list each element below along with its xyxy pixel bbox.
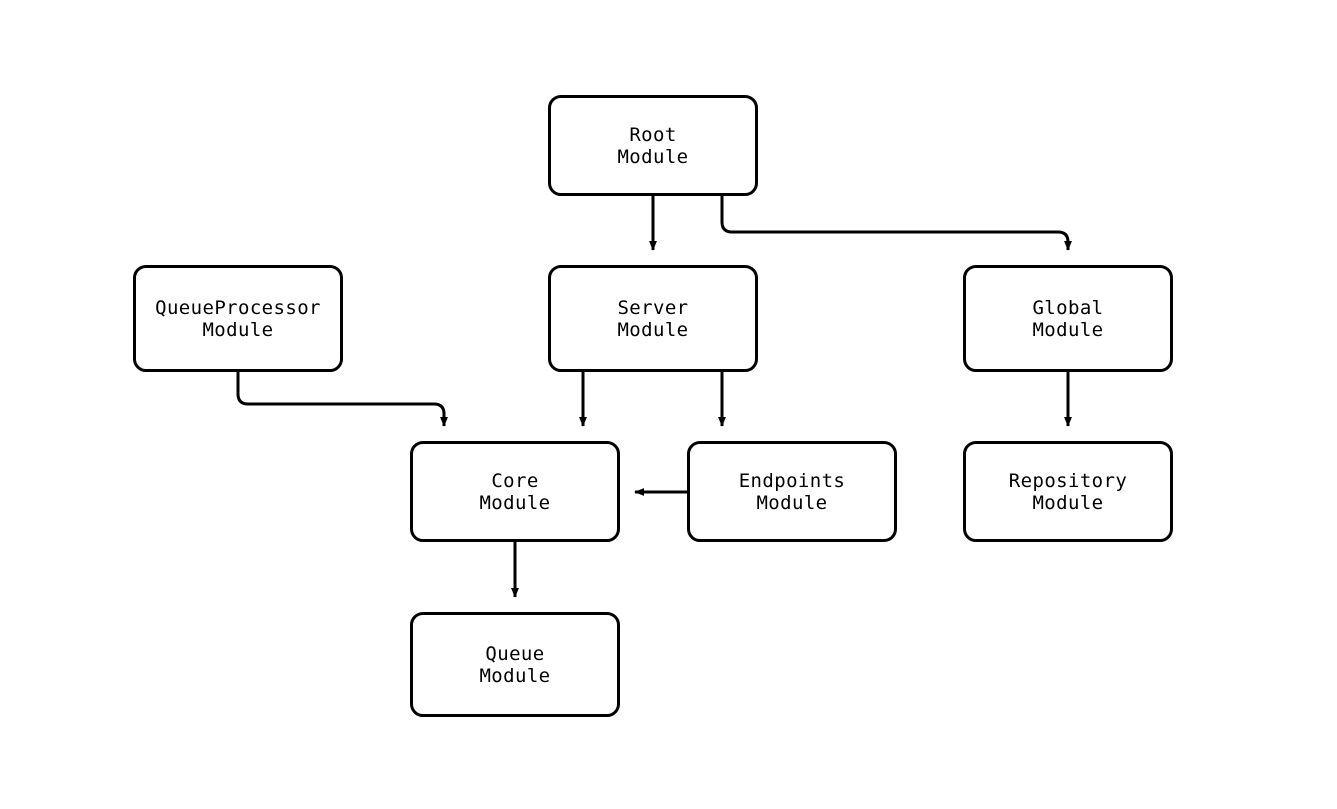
node-global-module-label: Global Module — [1032, 296, 1104, 341]
edge-root-to-global — [720, 196, 1072, 251]
edge-queueprocessor-to-core — [236, 372, 448, 427]
node-repository-module[interactable]: Repository Module — [963, 441, 1173, 542]
node-core-module[interactable]: Core Module — [410, 441, 620, 542]
node-queueprocessor-module[interactable]: QueueProcessor Module — [133, 265, 343, 372]
node-root-module-label: Root Module — [617, 123, 689, 168]
node-queueprocessor-module-label: QueueProcessor Module — [155, 296, 321, 341]
node-queue-module[interactable]: Queue Module — [410, 612, 620, 717]
node-queue-module-label: Queue Module — [479, 642, 551, 687]
node-server-module[interactable]: Server Module — [548, 265, 758, 372]
node-core-module-label: Core Module — [479, 469, 551, 514]
node-global-module[interactable]: Global Module — [963, 265, 1173, 372]
node-repository-module-label: Repository Module — [1008, 469, 1128, 514]
node-root-module[interactable]: Root Module — [548, 95, 758, 196]
node-server-module-label: Server Module — [617, 296, 689, 341]
node-endpoints-module[interactable]: Endpoints Module — [687, 441, 897, 542]
node-endpoints-module-label: Endpoints Module — [738, 469, 846, 514]
